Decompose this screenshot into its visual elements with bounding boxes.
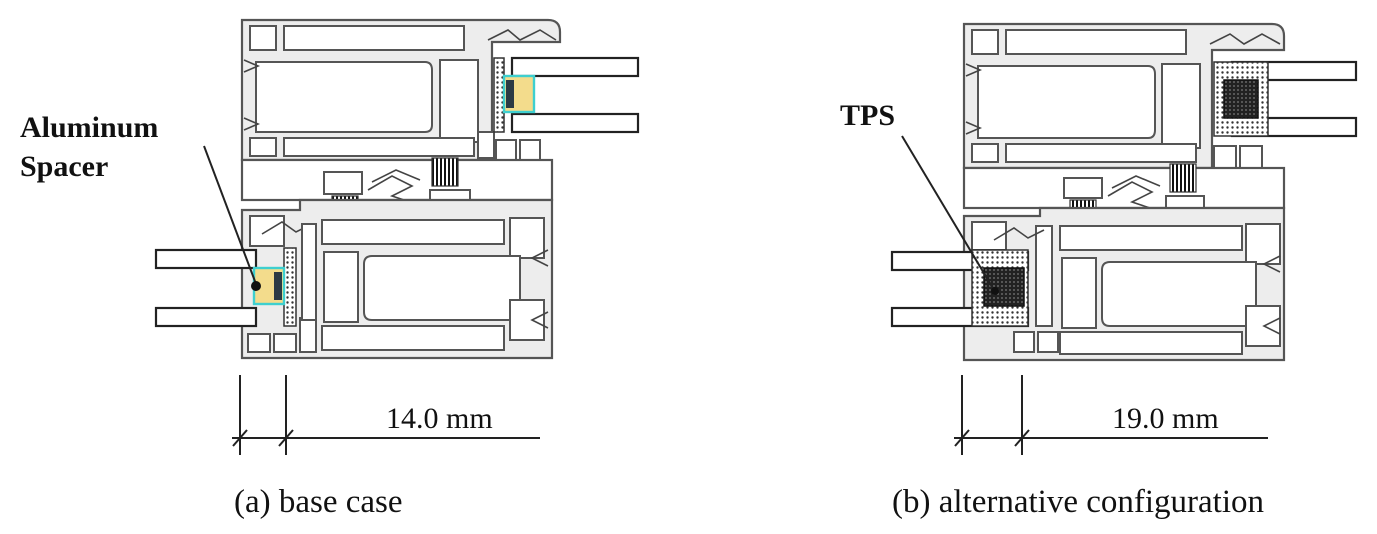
leader-dot — [251, 281, 261, 291]
callout-tps: TPS — [840, 99, 999, 295]
panel-alternative: TPS 19.0 mm (b) alternative configuratio… — [840, 22, 1358, 520]
dimension-label: 19.0 mm — [1112, 402, 1219, 435]
caption-base-case: (a) base case — [234, 484, 403, 520]
lower-frame-profile-b — [962, 206, 1286, 362]
callout-tps-label: TPS — [840, 99, 895, 132]
leader-dot — [991, 287, 999, 295]
callout-line-2: Spacer — [20, 150, 108, 183]
callout-line-1: Aluminum — [20, 111, 158, 144]
tps-spacer-upper — [1223, 79, 1259, 119]
upper-sash-profile-a — [240, 18, 562, 162]
lower-glazing-b — [890, 249, 1030, 328]
dimension-a: 14.0 mm — [232, 375, 540, 455]
dimension-b: 19.0 mm — [954, 375, 1268, 455]
caption-alternative: (b) alternative configuration — [892, 484, 1264, 520]
dimension-label: 14.0 mm — [386, 402, 493, 435]
upper-glazing-b — [1213, 60, 1358, 138]
tps-spacer-lower — [983, 267, 1025, 307]
panel-base-case: Aluminum Spacer 14.0 mm (a) base case — [20, 18, 640, 520]
lower-frame-profile-a — [240, 198, 554, 360]
upper-sash-profile-b — [962, 22, 1286, 170]
upper-glazing-a — [487, 29, 640, 134]
callout-aluminum-spacer: Aluminum Spacer — [20, 111, 261, 291]
coupling-a — [240, 157, 554, 223]
